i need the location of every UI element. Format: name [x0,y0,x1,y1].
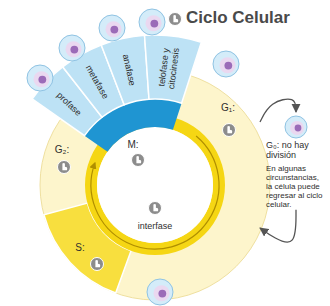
cell-picture [27,65,53,91]
icon-disc [132,154,145,167]
hand-icon [169,13,182,26]
phase-name: anafase [118,38,142,101]
phase-label: S: [73,241,86,255]
interphase-ring [40,70,270,300]
phase-segment: profase [43,79,95,129]
cell-cytoplasm [154,285,170,301]
phase-name: profase [43,79,95,129]
phase-segment: metafase [77,53,117,112]
cycle-arrow [91,136,219,249]
phase-name: metafase [77,53,117,112]
cell-membrane [285,116,307,138]
cell-nucleus [38,76,46,84]
icon-hand [227,126,232,133]
phase-name: S: [75,242,84,254]
hand-icon [91,258,104,271]
cycle-arrow [260,210,296,243]
resting-cell: G₀: no hay división En algunas circunstan… [266,112,326,210]
g0-cell [266,114,326,140]
hand-icon [149,202,162,215]
phase-name: telofase y citocinesis [155,36,183,100]
hand-icon [58,161,71,174]
cell-cytoplasm [220,57,236,73]
phase-name: G₂: [55,144,69,156]
cell-picture [99,15,125,41]
cell-cytoplasm [146,15,162,31]
phase-name: G₁: [196,102,260,114]
cell-cytoplasm [290,121,304,135]
phase-label: G₂: [53,143,71,157]
cell-cytoplasm [66,41,82,57]
cell-nucleus [70,46,78,54]
diagram-title: Ciclo Celular [186,8,290,28]
cell-picture [59,35,85,61]
hand-icon [223,124,236,137]
cell-membrane [99,15,125,41]
phase-name: interfase [138,221,173,231]
icon-disc [58,161,71,174]
cell-cytoplasm [106,21,122,37]
cell-membrane [27,65,53,91]
icon-hand [136,156,141,163]
note-text: En algunas circunstancias, la célula pue… [266,164,326,210]
phase-segment: anafase [118,38,142,101]
phase-label: interfase [136,220,175,232]
cell-membrane [59,35,85,61]
icon-disc [223,124,236,137]
cell-membrane [139,9,165,35]
cell-picture [139,9,165,35]
icon-hand [62,163,67,170]
cell-nucleus [110,26,118,34]
phase-segment: telofase y citocinesis [155,36,183,100]
icon-disc [169,13,182,26]
cell-picture [147,279,173,305]
phase-name: G₀: no hay división [266,140,326,161]
icon-disc [149,202,162,215]
mitosis-segment [145,35,202,103]
icon-hand [173,15,178,22]
cell-membrane [213,51,239,77]
inner-disc [97,127,213,243]
cell-membrane [147,279,173,305]
phase-name: M: [127,139,138,151]
icon-disc [91,258,104,271]
phase-label: M: [125,138,140,152]
cell-picture [213,51,239,77]
cell-nucleus [224,62,232,70]
cell-cytoplasm [34,71,50,87]
icon-hand [153,204,158,211]
hand-icon [132,154,145,167]
phase-region: G₁: [196,100,260,250]
cell-nucleus [295,125,302,132]
cycle-wheel [32,35,270,300]
cell-nucleus [150,20,158,28]
icon-hand [95,260,100,267]
cell-nucleus [158,290,166,298]
